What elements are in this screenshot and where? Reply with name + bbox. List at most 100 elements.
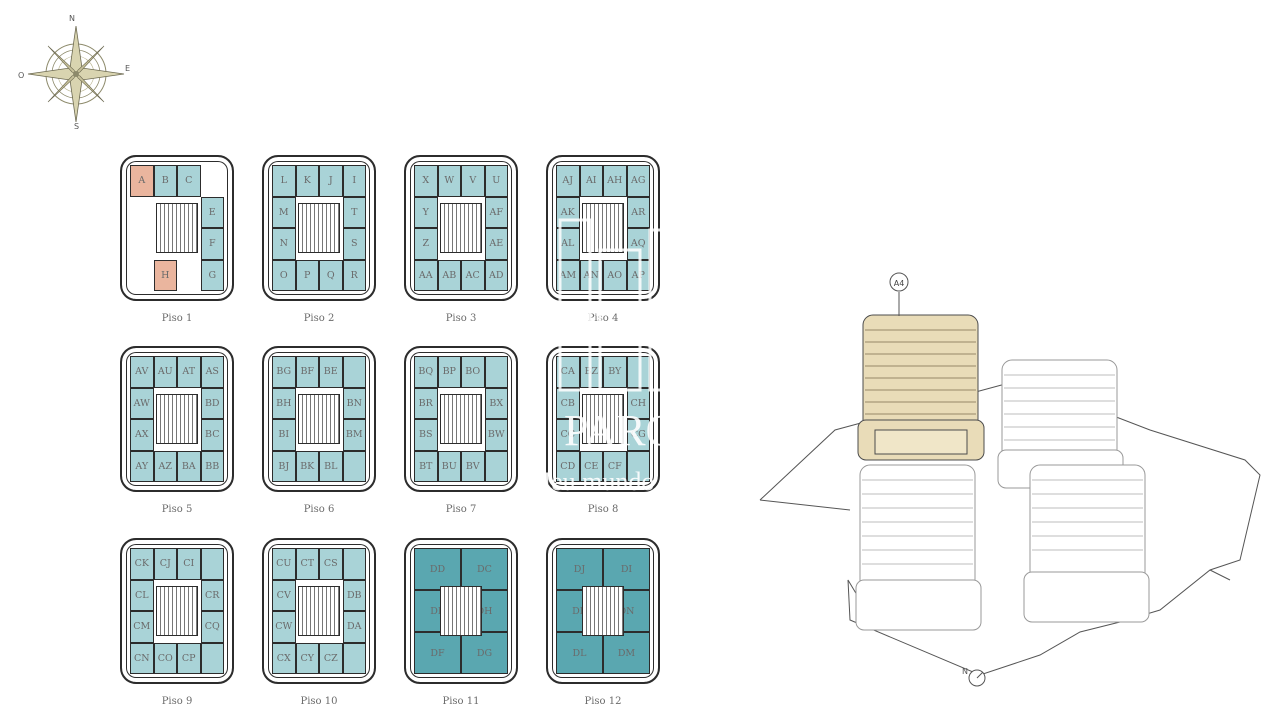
unit-blank[interactable]: [626, 356, 650, 388]
unit-ch[interactable]: CH: [626, 387, 650, 419]
unit-bi[interactable]: BI: [272, 419, 296, 451]
unit-bk[interactable]: BK: [295, 450, 319, 482]
unit-f[interactable]: F: [200, 228, 224, 260]
unit-r[interactable]: R: [342, 259, 366, 291]
unit-o[interactable]: O: [272, 259, 296, 291]
unit-b[interactable]: B: [153, 165, 177, 197]
unit-af[interactable]: AF: [484, 196, 508, 228]
unit-cv[interactable]: CV: [272, 579, 296, 611]
unit-bd[interactable]: BD: [200, 387, 224, 419]
tower-tag-circle[interactable]: [889, 272, 909, 292]
unit-q[interactable]: Q: [319, 259, 343, 291]
unit-cl[interactable]: CL: [130, 579, 154, 611]
unit-an[interactable]: AN: [579, 259, 603, 291]
unit-be[interactable]: BE: [319, 356, 343, 388]
unit-cj[interactable]: CJ: [153, 548, 177, 580]
unit-br[interactable]: BR: [414, 387, 438, 419]
unit-ct[interactable]: CT: [295, 548, 319, 580]
unit-n[interactable]: N: [272, 228, 296, 260]
unit-m[interactable]: M: [272, 196, 296, 228]
unit-db[interactable]: DB: [342, 579, 366, 611]
unit-bn[interactable]: BN: [342, 387, 366, 419]
unit-bs[interactable]: BS: [414, 419, 438, 451]
unit-ac[interactable]: AC: [461, 259, 485, 291]
unit-bo[interactable]: BO: [461, 356, 485, 388]
unit-bb[interactable]: BB: [200, 450, 224, 482]
unit-i[interactable]: I: [342, 165, 366, 197]
unit-bg[interactable]: BG: [272, 356, 296, 388]
unit-ba[interactable]: BA: [177, 450, 201, 482]
unit-ad[interactable]: AD: [484, 259, 508, 291]
unit-blank[interactable]: [484, 356, 508, 388]
unit-cp[interactable]: CP: [177, 642, 201, 674]
unit-blank[interactable]: [200, 642, 224, 674]
unit-co[interactable]: CO: [153, 642, 177, 674]
unit-dc[interactable]: DC: [461, 548, 508, 590]
unit-ae[interactable]: AE: [484, 228, 508, 260]
unit-ar[interactable]: AR: [626, 196, 650, 228]
unit-cx[interactable]: CX: [272, 642, 296, 674]
unit-p[interactable]: P: [295, 259, 319, 291]
unit-blank[interactable]: [342, 356, 366, 388]
unit-cn[interactable]: CN: [130, 642, 154, 674]
unit-cb[interactable]: CB: [556, 387, 580, 419]
unit-blank[interactable]: [342, 548, 366, 580]
unit-l[interactable]: L: [272, 165, 296, 197]
unit-z[interactable]: Z: [414, 228, 438, 260]
unit-cd[interactable]: CD: [556, 450, 580, 482]
unit-dd[interactable]: DD: [414, 548, 461, 590]
unit-ap[interactable]: AP: [626, 259, 650, 291]
unit-e[interactable]: E: [200, 196, 224, 228]
unit-bw[interactable]: BW: [484, 419, 508, 451]
unit-dj[interactable]: DJ: [556, 548, 603, 590]
unit-cw[interactable]: CW: [272, 611, 296, 643]
unit-k[interactable]: K: [295, 165, 319, 197]
unit-dl[interactable]: DL: [556, 632, 603, 674]
unit-ai[interactable]: AI: [579, 165, 603, 197]
unit-av[interactable]: AV: [130, 356, 154, 388]
unit-cf[interactable]: CF: [603, 450, 627, 482]
unit-at[interactable]: AT: [177, 356, 201, 388]
unit-bh[interactable]: BH: [272, 387, 296, 419]
unit-bp[interactable]: BP: [437, 356, 461, 388]
unit-bl[interactable]: BL: [319, 450, 343, 482]
unit-a[interactable]: A: [130, 165, 154, 197]
unit-bt[interactable]: BT: [414, 450, 438, 482]
unit-bz[interactable]: BZ: [579, 356, 603, 388]
unit-t[interactable]: T: [342, 196, 366, 228]
unit-az[interactable]: AZ: [153, 450, 177, 482]
unit-x[interactable]: X: [414, 165, 438, 197]
unit-j[interactable]: J: [319, 165, 343, 197]
unit-cm[interactable]: CM: [130, 611, 154, 643]
unit-blank[interactable]: [200, 548, 224, 580]
unit-bq[interactable]: BQ: [414, 356, 438, 388]
unit-da[interactable]: DA: [342, 611, 366, 643]
unit-ca[interactable]: CA: [556, 356, 580, 388]
unit-blank[interactable]: [342, 450, 366, 482]
unit-bx[interactable]: BX: [484, 387, 508, 419]
unit-ck[interactable]: CK: [130, 548, 154, 580]
unit-au[interactable]: AU: [153, 356, 177, 388]
unit-cg[interactable]: CG: [626, 419, 650, 451]
unit-df[interactable]: DF: [414, 632, 461, 674]
selected-tower[interactable]: [857, 314, 985, 461]
unit-v[interactable]: V: [461, 165, 485, 197]
unit-c[interactable]: C: [177, 165, 201, 197]
unit-di[interactable]: DI: [603, 548, 650, 590]
unit-bv[interactable]: BV: [461, 450, 485, 482]
unit-bm[interactable]: BM: [342, 419, 366, 451]
unit-y[interactable]: Y: [414, 196, 438, 228]
unit-ci[interactable]: CI: [177, 548, 201, 580]
unit-ce[interactable]: CE: [579, 450, 603, 482]
unit-ao[interactable]: AO: [603, 259, 627, 291]
unit-s[interactable]: S: [342, 228, 366, 260]
unit-cr[interactable]: CR: [200, 579, 224, 611]
unit-cc[interactable]: CC: [556, 419, 580, 451]
